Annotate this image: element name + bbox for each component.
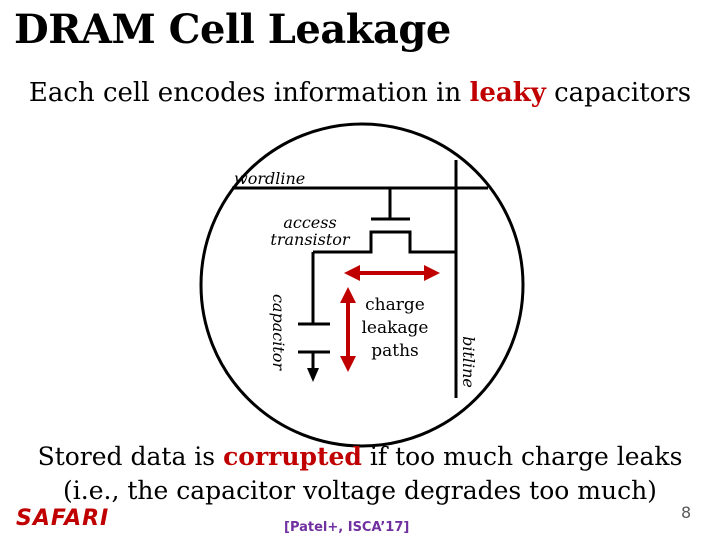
page-number: 8 xyxy=(681,503,692,522)
wordline-label: wordline xyxy=(234,169,306,188)
capacitor-symbol xyxy=(298,252,330,368)
slide-subtitle: Each cell encodes information in leaky c… xyxy=(0,78,720,108)
conclusion-line1-before: Stored data is xyxy=(37,442,224,471)
conclusion-highlight: corrupted xyxy=(223,442,362,471)
capacitor-label: capacitor xyxy=(269,293,288,371)
subtitle-text-after: capacitors xyxy=(545,78,692,108)
access-transistor-label-line1: access xyxy=(283,213,337,232)
access-transistor-label: access transistor xyxy=(262,214,358,248)
leakage-label-line1: charge xyxy=(365,295,425,315)
conclusion-line1: Stored data is corrupted if too much cha… xyxy=(0,440,720,474)
ground-arrow-icon xyxy=(307,368,319,382)
access-transistor-label-line2: transistor xyxy=(270,230,350,249)
conclusion-line1-after: if too much charge leaks xyxy=(361,442,683,471)
slide-title: DRAM Cell Leakage xyxy=(14,6,451,53)
safari-logo: SAFARI xyxy=(16,506,110,531)
subtitle-text-before: Each cell encodes information in xyxy=(28,78,470,108)
subtitle-highlight: leaky xyxy=(469,78,546,108)
charge-leakage-paths-label: charge leakage paths xyxy=(357,294,433,363)
leakage-label-line3: paths xyxy=(371,341,419,361)
conclusion-text: Stored data is corrupted if too much cha… xyxy=(0,440,720,508)
leakage-label-line2: leakage xyxy=(361,318,429,338)
cell-circle xyxy=(199,122,525,448)
conclusion-line2: (i.e., the capacitor voltage degrades to… xyxy=(63,476,657,505)
citation: [Patel+, ISCA’17] xyxy=(284,520,410,535)
bitline-label: bitline xyxy=(459,336,478,388)
access-transistor-symbol xyxy=(313,188,456,254)
